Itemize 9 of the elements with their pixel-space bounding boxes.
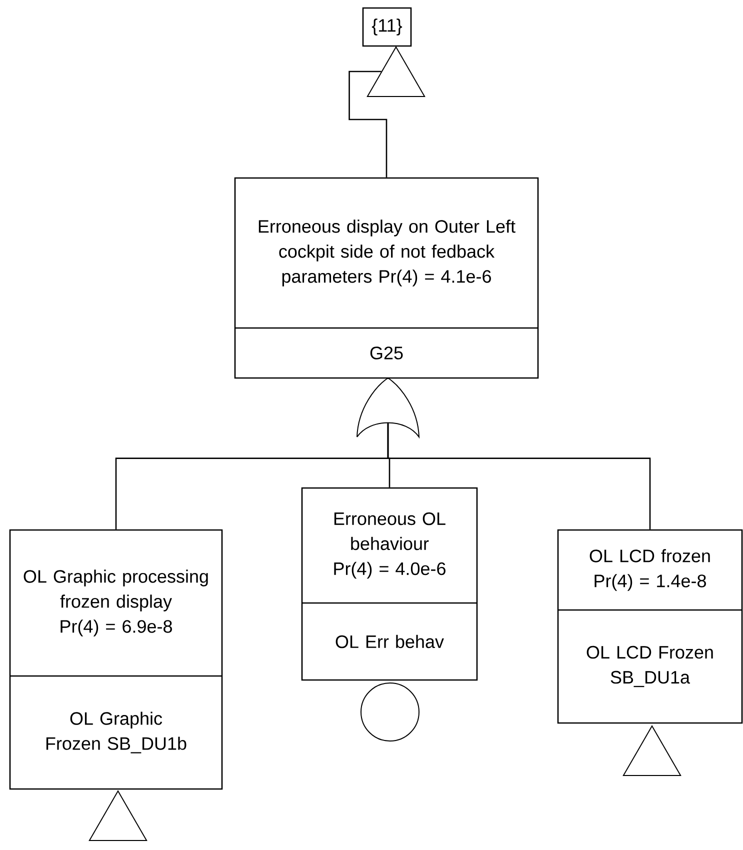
connector-line — [387, 423, 651, 530]
event-box: Erroneous display on Outer Left cockpit side of not fedback parameters Pr(4) = 4.1e-6 G25 — [234, 177, 539, 379]
basic-event-circle — [360, 682, 420, 742]
or-gate — [356, 378, 420, 438]
event-box: Erroneous OL behaviour Pr(4) = 4.0e-6 OL Err behav — [301, 487, 478, 681]
event-box: OL Graphic processing frozen display Pr(4) = 6.9e-8 OL Graphic Frozen SB_DU1b — [9, 529, 223, 790]
connector-line — [348, 70, 388, 178]
transfer-label-box: {11} — [362, 7, 412, 47]
event-box: OL LCD frozen Pr(4) = 1.4e-8 OL LCD Frozen SB_DU1a — [557, 529, 743, 724]
